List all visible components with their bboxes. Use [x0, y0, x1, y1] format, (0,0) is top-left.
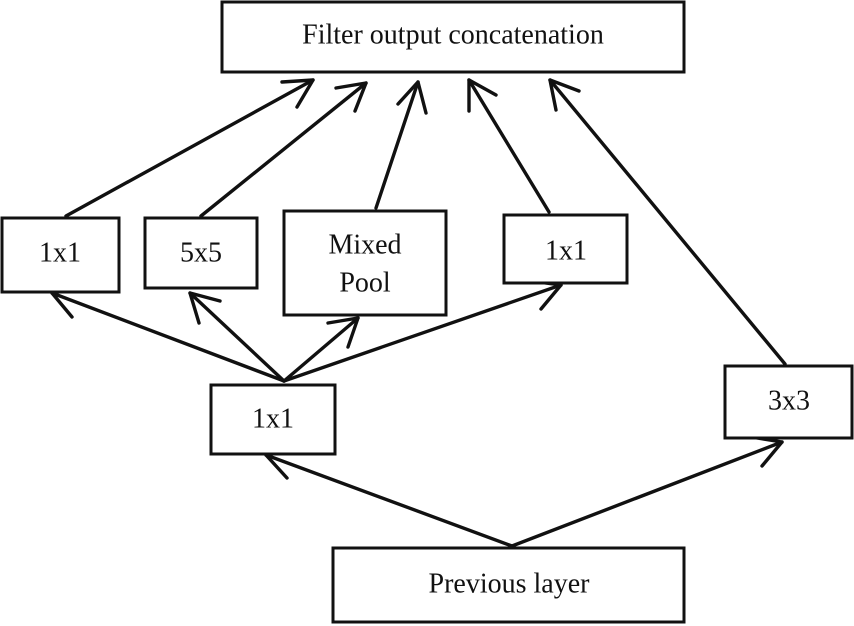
edge-5x5-to-concat: [199, 81, 368, 218]
node-1x1-a: 1x1: [0, 216, 121, 294]
edge-mixed-pool-to-concat: [374, 80, 428, 210]
node-label: Filter output concatenation: [302, 19, 604, 50]
node-label: 1x1: [252, 403, 294, 434]
node-label: 1x1: [39, 237, 81, 268]
node-label-line-1: Mixed: [328, 229, 401, 260]
node-3x3: 3x3: [723, 364, 854, 440]
edge-reduce-1x1-to-mixed-pool: [282, 316, 360, 383]
edge-reduce-1x1-to-5x5: [188, 291, 286, 383]
node-5x5: 5x5: [143, 216, 259, 290]
edge-previous-layer-to-3x3: [510, 435, 784, 548]
node-label-line-2: Pool: [339, 267, 391, 298]
node-label: 5x5: [180, 237, 222, 268]
edge-3x3-to-concat: [548, 78, 787, 366]
edge-reduce-1x1-to-1x1-a: [50, 286, 286, 383]
edge-previous-layer-to-reduce-1x1: [264, 448, 514, 548]
node-label: 1x1: [545, 235, 587, 266]
edge-1x1-b-to-concat: [467, 78, 551, 214]
node-label: Previous layer: [429, 568, 591, 599]
node-1x1-b: 1x1: [502, 213, 629, 285]
node-filter-output-concatenation: Filter output concatenation: [220, 0, 686, 74]
node-previous-layer: Previous layer: [331, 546, 686, 624]
node-mixed-pool: Mixed Pool: [282, 209, 448, 317]
node-label: 3x3: [768, 385, 810, 416]
node-reduce-1x1: 1x1: [209, 383, 337, 456]
edge-1x1-a-to-concat: [64, 78, 315, 218]
